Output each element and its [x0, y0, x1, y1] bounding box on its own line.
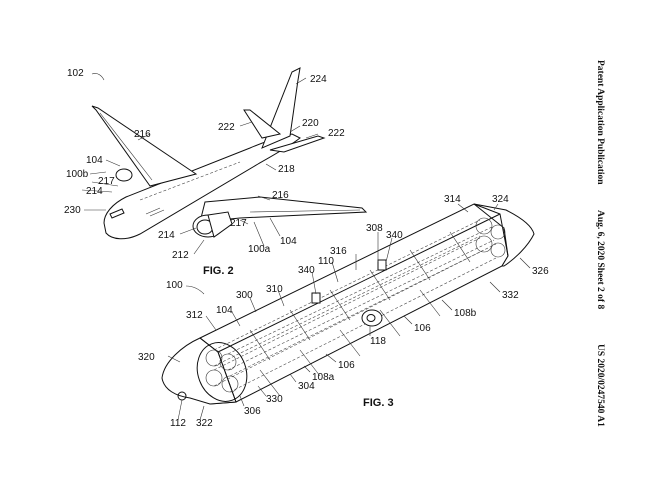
container-body	[199, 203, 509, 405]
tank-row	[229, 243, 497, 377]
ref-316: 316	[330, 246, 347, 257]
ref-330: 330	[266, 394, 283, 405]
fig3-leader-lines	[167, 203, 531, 421]
publication-date-sheet: Aug. 6, 2020 Sheet 2 of 8	[595, 210, 605, 310]
ref-340b: 340	[298, 265, 315, 276]
patent-header: Patent Application Publication Aug. 6, 2…	[587, 60, 623, 440]
valve	[311, 292, 321, 304]
horizontal-stabilizer-far	[243, 109, 282, 139]
tank-end	[475, 235, 493, 253]
ref-326: 326	[532, 266, 549, 277]
ref-222b: 222	[328, 128, 345, 139]
tank-end	[475, 217, 493, 235]
ref-110: 110	[318, 256, 334, 267]
ref-230: 230	[64, 205, 81, 216]
aircraft-drawing	[91, 67, 368, 240]
tank-row	[213, 235, 481, 367]
ref-108a: 108a	[312, 372, 335, 383]
engine-far	[115, 168, 133, 182]
publication-type: Patent Application Publication	[595, 60, 605, 185]
ref-216a: 216	[134, 129, 151, 140]
ref-217a: 217	[98, 176, 115, 187]
ref-106b: 106	[338, 360, 355, 371]
ref-212: 212	[172, 250, 189, 261]
ref-324: 324	[492, 194, 509, 205]
aircraft-fuselage	[103, 133, 301, 240]
ref-100b: 100b	[66, 169, 89, 180]
horizontal-stabilizer-near	[269, 135, 326, 153]
ref-308: 308	[366, 223, 383, 234]
ref-104b: 104	[280, 236, 297, 247]
ref-216b: 216	[272, 190, 289, 201]
valve	[377, 259, 387, 271]
ref-214b: 214	[158, 230, 175, 241]
ref-102: 102	[67, 68, 84, 79]
ref-214a: 214	[86, 186, 103, 197]
tank-row	[213, 219, 481, 351]
ref-310: 310	[266, 284, 283, 295]
ref-218: 218	[278, 164, 295, 175]
figure-2-title: FIG. 2	[203, 265, 234, 277]
fig2-reference-numerals: 102 224 222 220 222 216 104 100b 217 214…	[64, 68, 345, 261]
ref-100a: 100a	[248, 244, 271, 255]
ref-340a: 340	[386, 230, 403, 241]
tank-end	[490, 224, 506, 240]
ref-224: 224	[310, 74, 327, 85]
cabin-door	[145, 207, 165, 217]
ref-100: 100	[166, 280, 183, 291]
ref-220: 220	[302, 118, 319, 129]
tank-row	[227, 225, 495, 355]
ref-304: 304	[298, 381, 315, 392]
ref-104: 104	[216, 305, 233, 316]
aircraft-wing-far	[91, 105, 198, 187]
tank-row	[213, 237, 481, 371]
tank-row	[227, 239, 495, 371]
fig3-reference-numerals: 100 314 324 308 340 316 110 340 300 310 …	[138, 194, 549, 429]
ref-118: 118	[370, 336, 386, 347]
ref-322: 322	[196, 418, 213, 429]
ref-320: 320	[138, 352, 155, 363]
ref-314: 314	[444, 194, 461, 205]
publication-number: US 2020/0247540 A1	[595, 344, 605, 427]
ref-332: 332	[502, 290, 519, 301]
tank-end	[490, 242, 506, 258]
figure-3-title: FIG. 3	[363, 397, 394, 409]
fig2-leader-lines	[81, 73, 319, 255]
ref-108b: 108b	[454, 308, 477, 319]
ref-222a: 222	[218, 122, 235, 133]
ref-106a: 106	[414, 323, 431, 334]
ref-217b: 217	[230, 218, 247, 229]
ref-112: 112	[170, 418, 186, 429]
ref-312: 312	[186, 310, 203, 321]
container-drawing	[161, 203, 535, 405]
ref-300: 300	[236, 290, 253, 301]
nose-cone-front	[161, 337, 237, 405]
port-fitting	[361, 309, 383, 327]
ref-104a: 104	[86, 155, 103, 166]
cockpit-window	[109, 208, 125, 219]
ref-306: 306	[244, 406, 261, 417]
nose-cone-rear	[473, 203, 535, 267]
